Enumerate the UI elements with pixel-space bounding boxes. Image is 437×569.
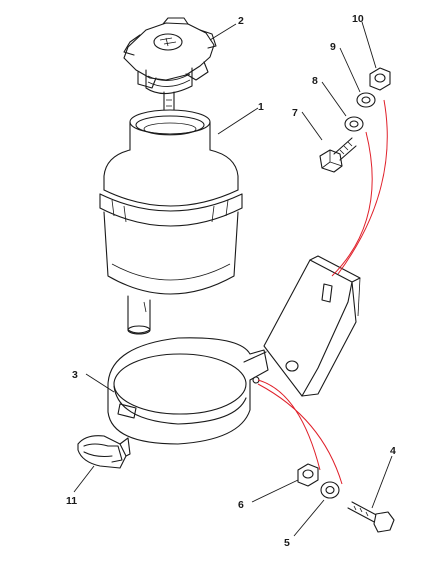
nut-top[interactable]: [369, 67, 391, 91]
callout-4: 4: [390, 445, 396, 457]
callout-9: 9: [330, 41, 336, 53]
callout-10: 10: [352, 13, 364, 25]
mounting-bracket[interactable]: [263, 255, 361, 397]
hose-clamp[interactable]: [107, 337, 269, 445]
callout-3: 3: [72, 369, 78, 381]
bolt-top[interactable]: [319, 137, 357, 173]
callout-8: 8: [312, 75, 318, 87]
callout-7: 7: [292, 107, 298, 119]
callout-numbers: 1 2 3 4 5 6 7 8 9 10 11: [66, 13, 396, 549]
reservoir[interactable]: [99, 109, 243, 335]
washer-top[interactable]: [344, 116, 364, 132]
hose-clip[interactable]: [77, 435, 131, 469]
washer-bottom[interactable]: [320, 481, 340, 499]
red-assembly-leaders: [257, 99, 388, 485]
callout-leaders: [73, 21, 393, 537]
callout-2: 2: [238, 15, 244, 27]
nut-bottom[interactable]: [297, 463, 319, 487]
callout-11: 11: [66, 495, 77, 507]
callout-6: 6: [238, 499, 244, 511]
bolt-bottom[interactable]: [347, 501, 395, 533]
filler-cap[interactable]: [123, 17, 217, 117]
spring-washer[interactable]: [356, 92, 376, 108]
callout-1: 1: [258, 101, 264, 113]
callout-5: 5: [284, 537, 290, 549]
